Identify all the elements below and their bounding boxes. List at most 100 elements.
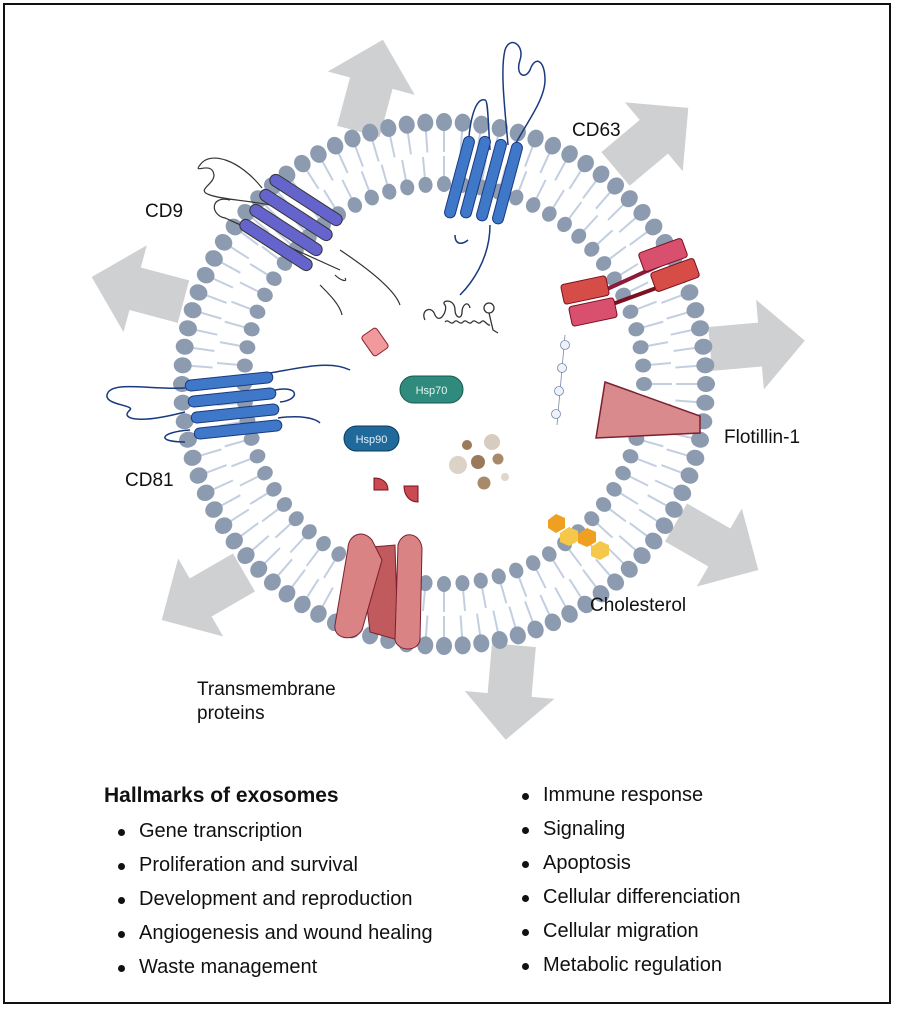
hallmarks-list-right: Immune response Signaling Apoptosis Cell…	[515, 778, 741, 982]
lipid-tail	[305, 169, 320, 190]
lipid-tail	[651, 361, 672, 366]
lipid-head	[509, 562, 524, 579]
label-flotillin: Flotillin-1	[724, 427, 801, 448]
lipid-head	[455, 575, 470, 592]
lipid-tail	[554, 587, 567, 608]
lipid-tail	[354, 145, 364, 167]
lipid-tail	[518, 171, 528, 191]
lipid-head	[696, 357, 715, 374]
lipid-tail	[568, 578, 583, 599]
lipid-head	[645, 532, 663, 550]
lipid-head	[205, 250, 223, 267]
lipid-tail	[224, 439, 245, 448]
lipid-tail	[582, 569, 598, 588]
lipid-tail	[220, 494, 241, 507]
lipid-head	[527, 129, 544, 148]
dimer-receptor	[560, 238, 700, 327]
secretion-arrow	[601, 102, 689, 186]
lipid-tail	[568, 201, 583, 219]
lipid-head	[592, 585, 610, 603]
lipid-tail	[666, 311, 688, 320]
lipid-head	[673, 484, 692, 502]
lipid-tail	[462, 591, 467, 612]
lipid-tail	[305, 549, 320, 567]
secretion-arrow	[91, 245, 190, 333]
lipid-head	[278, 585, 296, 603]
lipid-head	[525, 197, 541, 213]
lipid-head	[541, 206, 557, 222]
lipid-tail	[595, 558, 612, 577]
lipid-tail	[620, 492, 639, 505]
lipid-tail	[476, 613, 482, 636]
secretion-arrow	[665, 503, 759, 587]
lipid-head	[436, 637, 452, 655]
lipid-tail	[648, 341, 669, 347]
lipid-head	[263, 573, 281, 591]
lipid-tail	[229, 245, 250, 260]
lipid-tail	[637, 458, 657, 468]
lipid-head	[680, 467, 699, 484]
lipid-head	[509, 626, 526, 645]
figure-frame	[3, 3, 891, 1004]
lipid-tail	[629, 281, 649, 293]
hallmark-item: Waste management	[111, 950, 433, 984]
lipid-head	[454, 113, 471, 132]
lipid-tail	[666, 448, 688, 457]
lipid-head	[243, 431, 260, 446]
lipid-head	[266, 481, 282, 497]
lipid-tail	[673, 346, 696, 352]
lipid-head	[288, 511, 304, 527]
lipid-tail	[290, 569, 306, 588]
lipid-tail	[481, 588, 487, 609]
lipid-head	[257, 465, 273, 481]
lipid-head	[214, 234, 233, 251]
lipid-tail	[539, 152, 551, 174]
lipid-tail	[568, 549, 583, 567]
hallmarks-title: Hallmarks of exosomes	[104, 784, 339, 807]
lipid-head	[584, 511, 600, 527]
lipid-tail	[195, 329, 218, 336]
lipid-head	[686, 302, 705, 319]
lipid-head	[189, 284, 208, 301]
lipid-head	[665, 501, 683, 518]
lipid-head	[633, 547, 651, 565]
lipid-head	[577, 154, 594, 173]
lipid-tail	[192, 346, 215, 352]
lipid-head	[175, 338, 194, 355]
lipid-head	[544, 613, 562, 632]
cd63-protein	[444, 41, 546, 296]
lipid-head	[183, 449, 202, 466]
label-cholesterol: Cholesterol	[590, 595, 687, 616]
nucleic-acids-icon	[423, 300, 499, 334]
lipid-head	[250, 560, 268, 578]
lipid-tail	[643, 320, 664, 329]
lipid-tail	[424, 130, 429, 153]
lipid-tail	[200, 448, 222, 457]
lipid-tail	[661, 294, 683, 304]
lipid-head	[622, 449, 639, 464]
lipid-head	[183, 302, 202, 319]
lipid-tail	[251, 535, 270, 552]
lipid-droplets-icon	[449, 434, 509, 490]
lipid-tail	[661, 464, 683, 474]
lipid-head	[620, 560, 638, 578]
transmembrane-channel	[334, 533, 423, 650]
lipid-head	[249, 304, 266, 319]
lipid-head	[645, 218, 663, 236]
hallmark-item: Cellular migration	[515, 914, 741, 948]
cd9-protein	[197, 157, 401, 316]
lipid-head	[509, 123, 526, 142]
lipid-head	[691, 431, 709, 448]
lipid-head	[454, 636, 471, 655]
lipid-tail	[568, 169, 583, 190]
lipid-tail	[205, 464, 227, 474]
lipid-head	[491, 119, 508, 137]
lipid-head	[561, 145, 578, 163]
lipid-head	[561, 605, 578, 623]
lipid-tail	[524, 145, 534, 167]
lipid-head	[276, 497, 293, 512]
lipid-tail	[675, 364, 698, 369]
lipid-head	[294, 154, 311, 173]
lipid-head	[491, 568, 506, 585]
lipid-head	[418, 176, 433, 193]
